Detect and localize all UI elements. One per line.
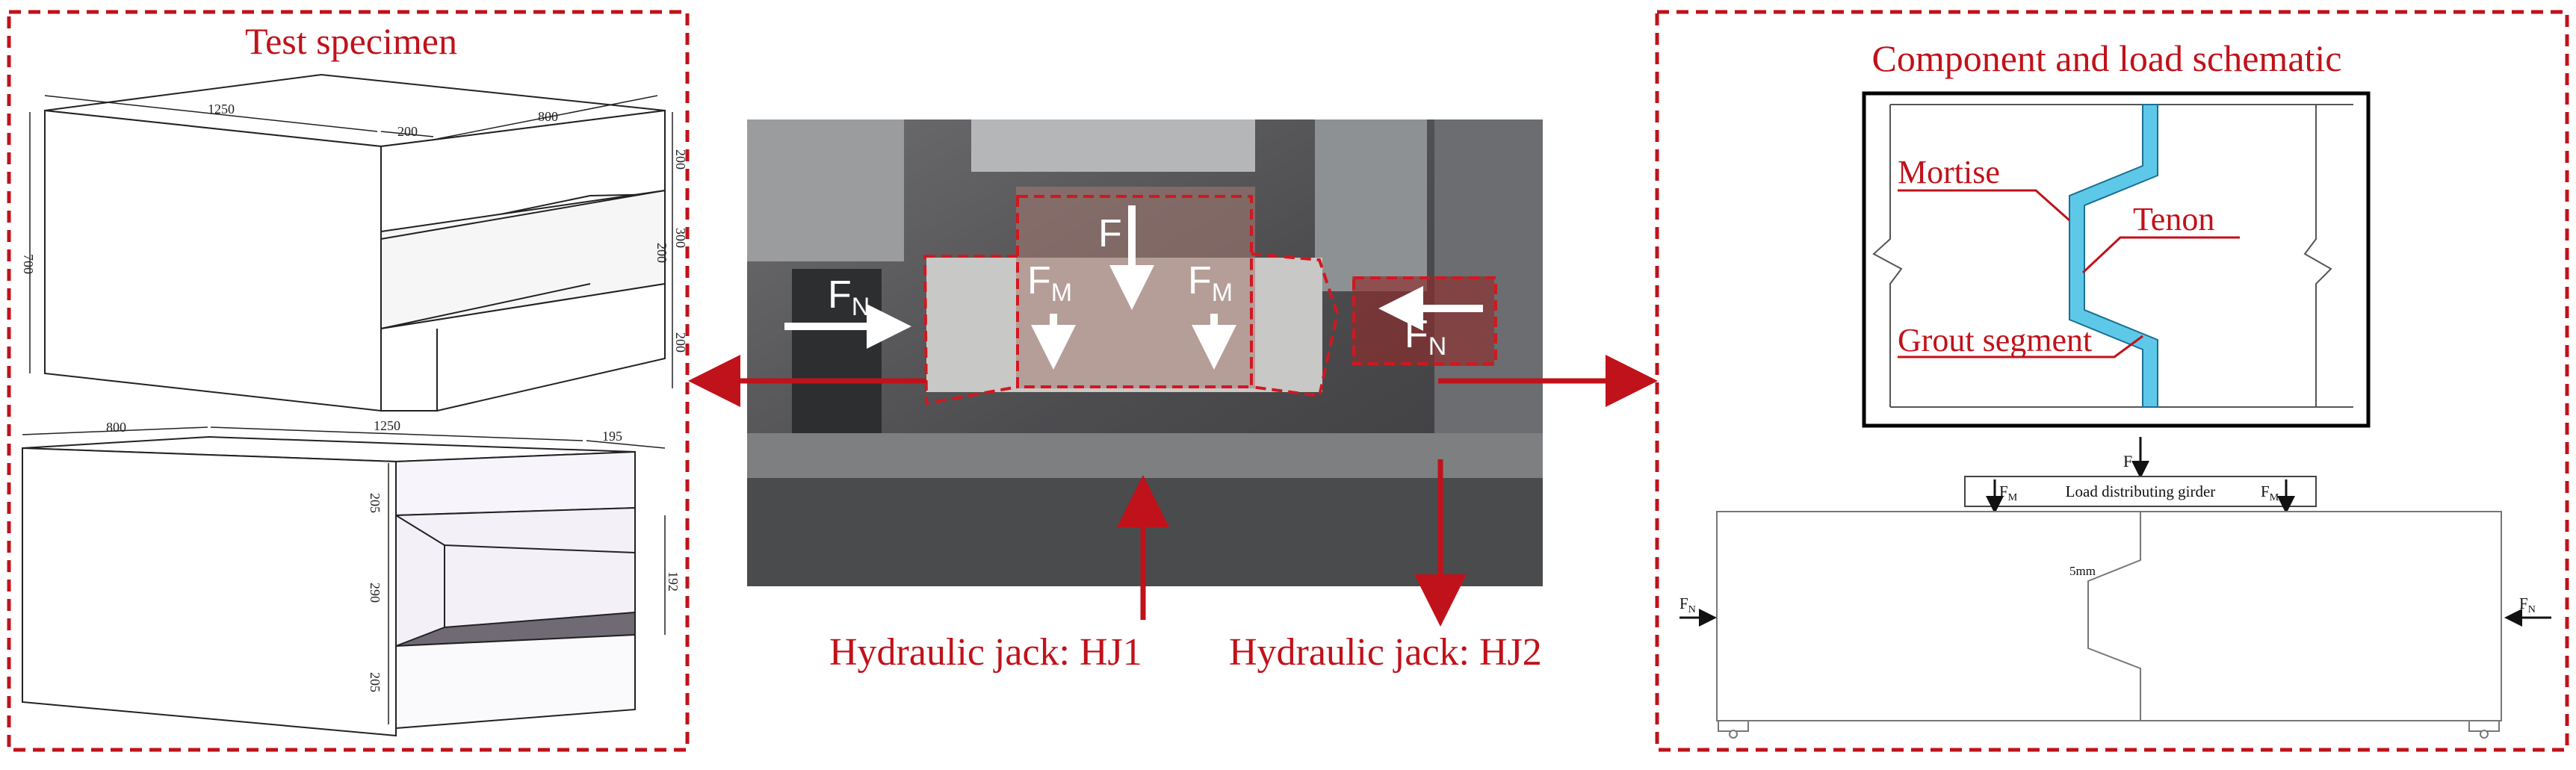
connector-arrows — [688, 355, 1658, 627]
dim-top-700: 700 — [21, 254, 36, 274]
right-panel-title: Component and load schematic — [1871, 37, 2341, 79]
specimen-bottom-drawing — [22, 435, 636, 737]
supports — [1718, 720, 2500, 739]
dim-top-h2: 300 — [673, 228, 688, 248]
grout-profile — [2069, 104, 2158, 408]
schematic-FM-left: FM — [1999, 482, 2018, 503]
detail-inset — [1862, 91, 2371, 428]
grout-segment-label: Grout segment — [1898, 322, 2092, 358]
dim-top-h3: 200 — [654, 243, 669, 263]
dim-top-200: 200 — [397, 124, 418, 139]
joint-line — [2087, 512, 2141, 721]
left-panel-title: Test specimen — [245, 20, 457, 62]
mortise-label: Mortise — [1898, 154, 2000, 190]
jack-label-hj1: Hydraulic jack: HJ1 — [829, 631, 1142, 674]
dim-bottom-1250: 1250 — [374, 418, 400, 433]
dim-top-h4: 200 — [673, 332, 688, 353]
schematic-FN-right: FN — [2519, 594, 2536, 615]
dim-bottom-800: 800 — [106, 420, 126, 435]
dim-bottom-h1: 205 — [368, 493, 383, 513]
girder-label: Load distributing girder — [2066, 482, 2216, 500]
left-panel: Test specimen 1250 200 800 700 200 300 2… — [7, 10, 690, 752]
gap-label: 5mm — [2069, 564, 2096, 578]
schematic-F-label: F — [2123, 452, 2132, 471]
schematic-FM-right: FM — [2261, 482, 2279, 503]
photo-label-FN-left: FN — [828, 273, 870, 321]
dim-top-h1: 200 — [673, 149, 688, 170]
photo-label-F: F — [1098, 212, 1122, 255]
right-panel-frame — [1655, 10, 2569, 752]
tenon-label: Tenon — [2133, 201, 2214, 237]
left-panel-frame — [7, 10, 690, 752]
photo-label-FM-right: FM — [1188, 259, 1233, 307]
dim-top-800: 800 — [538, 109, 558, 124]
dim-top-1250: 1250 — [208, 102, 235, 117]
dim-bottom-h2: 290 — [368, 583, 383, 603]
dim-bottom-195: 195 — [602, 429, 622, 444]
schematic-FN-left: FN — [1679, 594, 1696, 615]
load-distributing-girder — [1964, 476, 2317, 507]
photo-label-FN-right: FN — [1405, 313, 1446, 361]
dim-bottom-h4: 192 — [666, 571, 681, 592]
dim-bottom-h3: 205 — [368, 672, 383, 692]
specimen-top-drawing — [44, 73, 666, 412]
jack-label-hj2: Hydraulic jack: HJ2 — [1229, 631, 1542, 674]
beam-body — [1716, 511, 2502, 721]
photo-label-FM-left: FM — [1027, 259, 1072, 307]
right-panel: Component and load schematic Mortise Ten… — [1655, 10, 2569, 752]
